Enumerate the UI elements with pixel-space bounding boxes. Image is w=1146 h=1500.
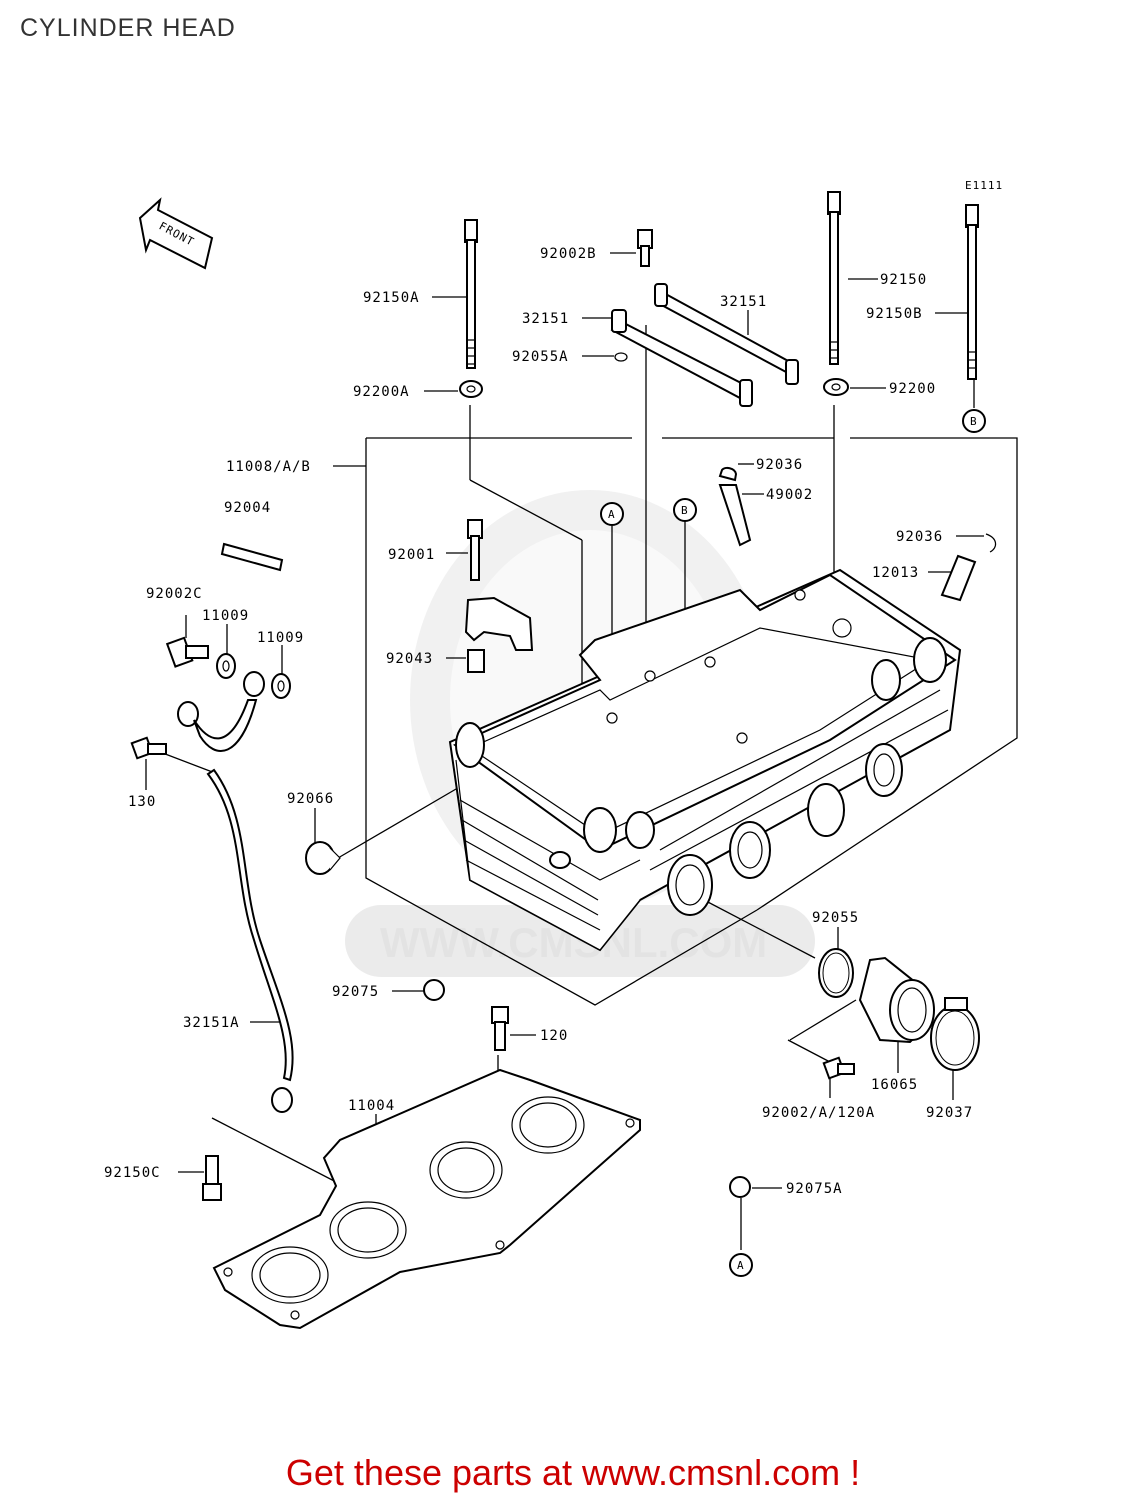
- label-92055A: 92055A: [512, 349, 569, 365]
- valve-guide-49002-icon: [718, 466, 752, 547]
- plug-92066-icon: [305, 841, 341, 875]
- svg-text:A: A: [608, 508, 616, 521]
- bolt-92150B-icon: [965, 204, 979, 380]
- footer-link[interactable]: Get these parts at www.cmsnl.com !: [285, 1452, 861, 1493]
- bolt-92150A-icon: [459, 219, 483, 398]
- label-12013: 12013: [872, 565, 919, 581]
- label-92150C: 92150C: [104, 1165, 161, 1181]
- cap-92043-icon: [464, 596, 534, 673]
- svg-text:B: B: [681, 504, 689, 517]
- label-11009-a: 11009: [202, 608, 249, 624]
- cylinder-head: [448, 568, 962, 952]
- oring-92055-icon: [818, 948, 854, 998]
- label-92002-A-120A: 92002/A/120A: [762, 1105, 875, 1121]
- label-130: 130: [128, 794, 156, 810]
- label-92002B: 92002B: [540, 246, 597, 262]
- label-92002C: 92002C: [146, 586, 203, 602]
- gasket-11004-icon: [212, 1068, 641, 1330]
- bolt-92150C-icon: [202, 1155, 222, 1201]
- label-32151-a: 32151: [720, 294, 767, 310]
- label-120: 120: [540, 1028, 568, 1044]
- label-92066: 92066: [287, 791, 334, 807]
- label-92037: 92037: [926, 1105, 973, 1121]
- callout-a-1: A: [600, 502, 624, 526]
- callout-a-2: A: [729, 1253, 753, 1277]
- label-92150: 92150: [880, 272, 927, 288]
- label-92043: 92043: [386, 651, 433, 667]
- label-32151A: 32151A: [183, 1015, 240, 1031]
- label-92036-b: 92036: [896, 529, 943, 545]
- holder-16065-icon: [858, 956, 935, 1044]
- label-49002: 49002: [766, 487, 813, 503]
- bolt-92002B-icon: [637, 229, 653, 267]
- svg-text:A: A: [737, 1259, 745, 1272]
- svg-text:B: B: [970, 415, 978, 428]
- bolt-130-icon: [130, 736, 167, 760]
- bolt-92002C-icon: [165, 636, 209, 668]
- leader-lines: [145, 252, 984, 1250]
- cap-92075A-icon: [729, 1176, 751, 1198]
- oil-pipe-32151A-icon: [177, 671, 294, 1113]
- front-arrow-icon: FRONT: [138, 197, 214, 270]
- diagram-code: E1111: [965, 179, 1003, 192]
- label-92004: 92004: [224, 500, 271, 516]
- oil-pipe-32151-icon: [610, 283, 799, 407]
- clamp-92037-icon: [930, 997, 980, 1071]
- label-92075: 92075: [332, 984, 379, 1000]
- label-92055: 92055: [812, 910, 859, 926]
- label-11008: 11008/A/B: [226, 459, 311, 475]
- label-92200A: 92200A: [353, 384, 410, 400]
- label-92200: 92200: [889, 381, 936, 397]
- label-92150A: 92150A: [363, 290, 420, 306]
- bolt-92002A-icon: [822, 1056, 855, 1080]
- label-32151-b: 32151: [522, 311, 569, 327]
- bolt-92150-icon: [823, 191, 849, 396]
- bolt-92001-icon: [467, 519, 483, 581]
- stud-92004-icon: [220, 542, 284, 572]
- callout-b-2: B: [962, 409, 986, 433]
- page-title: CYLINDER HEAD: [20, 14, 236, 42]
- part-labels: 92150A 92200A 92002B 32151 32151 92055A …: [104, 246, 973, 1197]
- cap-92075-icon: [423, 979, 445, 1001]
- label-92036-a: 92036: [756, 457, 803, 473]
- washer-11009-icon: [216, 653, 291, 699]
- valve-guide-12013-icon: [940, 533, 997, 602]
- label-92075A: 92075A: [786, 1181, 843, 1197]
- label-92150B: 92150B: [866, 306, 923, 322]
- bolt-120-icon: [491, 1006, 509, 1051]
- label-92001: 92001: [388, 547, 435, 563]
- label-16065: 16065: [871, 1077, 918, 1093]
- callout-b-1: B: [673, 498, 697, 522]
- label-11004: 11004: [348, 1098, 395, 1114]
- label-11009-b: 11009: [257, 630, 304, 646]
